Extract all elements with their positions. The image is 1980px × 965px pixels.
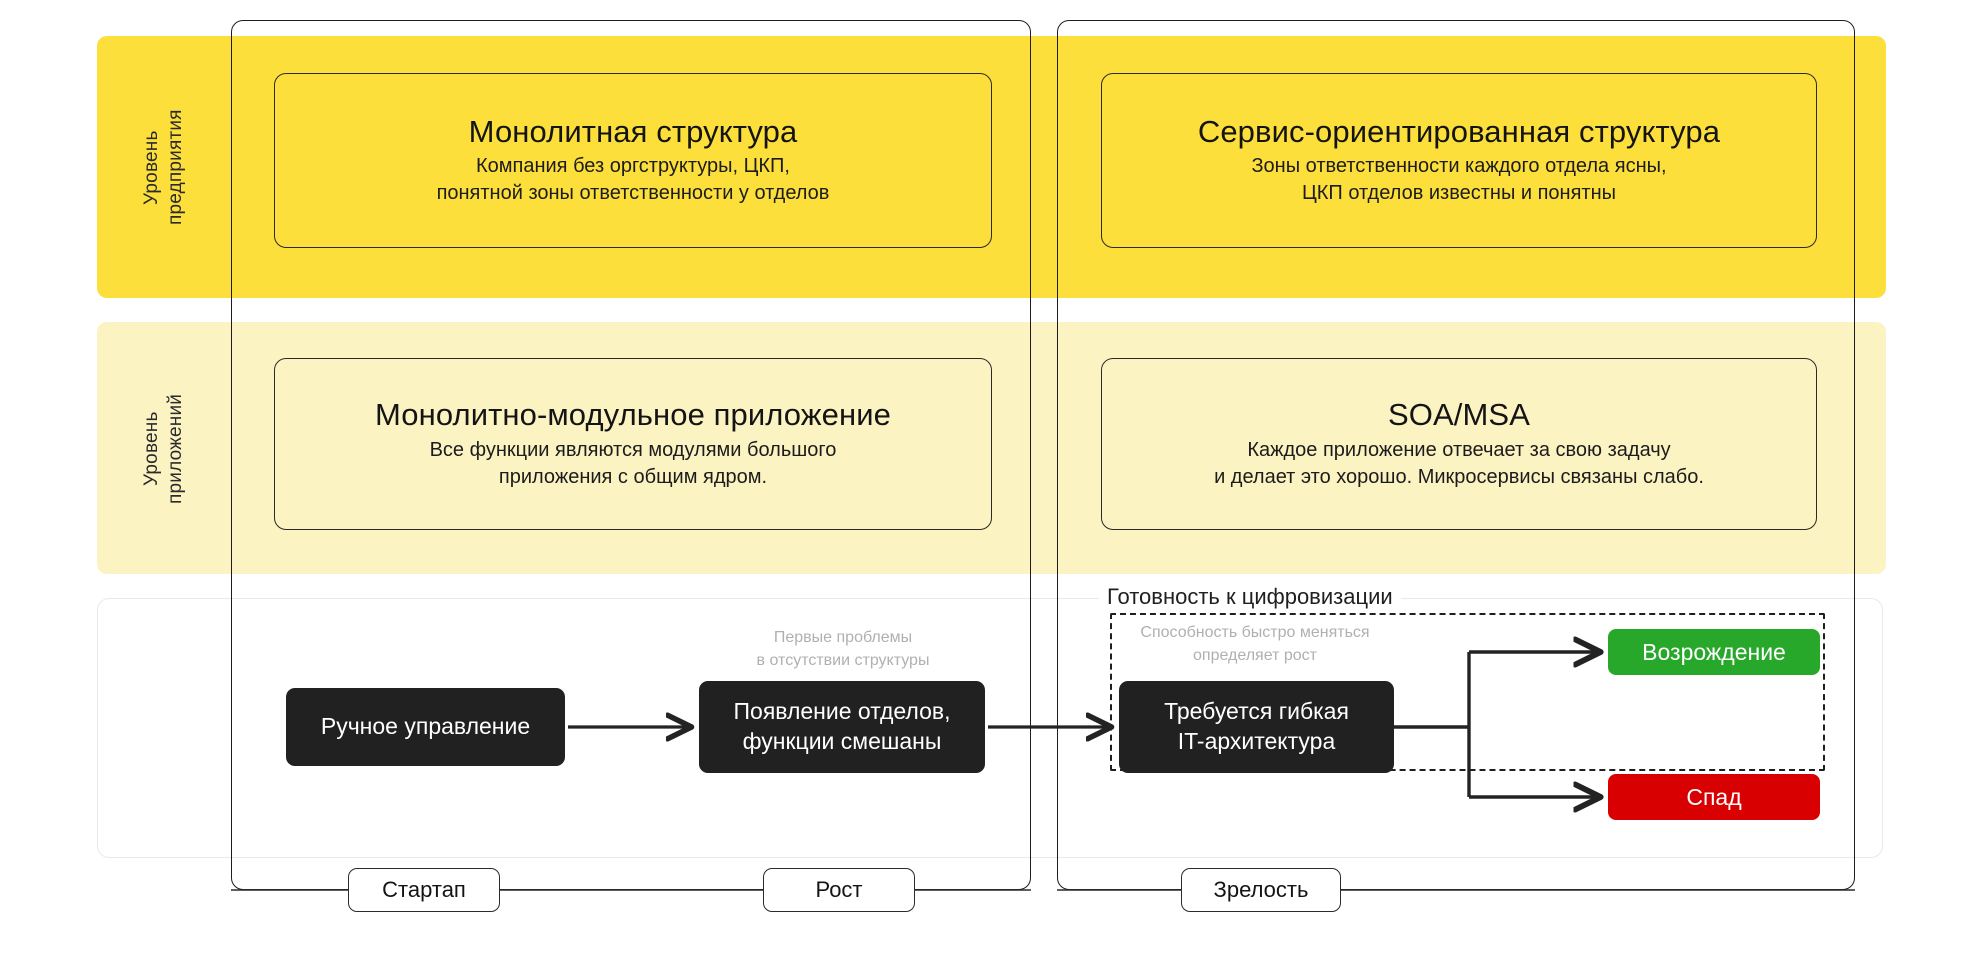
card-title: SOA/MSA [1388, 397, 1530, 433]
card-modular-monolith[interactable]: Монолитно-модульное приложение Все функц… [274, 358, 992, 530]
note-first-problems: Первые проблемы в отсутствии структуры [756, 629, 930, 670]
node-manual-management[interactable]: Ручное управление [286, 688, 565, 766]
card-title: Монолитная структура [468, 113, 798, 149]
card-title: Сервис-ориентированная структура [1197, 113, 1721, 149]
node-departments-appear[interactable]: Появление отделов, функции смешаны [699, 681, 985, 773]
band-label-application: Уровень приложений [141, 393, 186, 505]
card-subtitle: Все функции являются модулями большого п… [429, 438, 837, 488]
card-soa-msa[interactable]: SOA/MSA Каждое приложение отвечает за св… [1101, 358, 1817, 530]
stage-pill-startup[interactable]: Стартап [348, 868, 500, 912]
outcome-revival[interactable]: Возрождение [1608, 629, 1820, 675]
card-subtitle: Компания без оргструктуры, ЦКП, понятной… [436, 155, 830, 205]
card-service-oriented-structure[interactable]: Сервис-ориентированная структура Зоны от… [1101, 73, 1817, 248]
card-subtitle: Каждое приложение отвечает за свою задач… [1214, 438, 1704, 488]
node-flexible-it-architecture[interactable]: Требуется гибкая IT-архитектура [1119, 681, 1394, 773]
card-subtitle: Зоны ответственности каждого отдела ясны… [1251, 155, 1667, 205]
outcome-decline[interactable]: Спад [1608, 774, 1820, 820]
stage-pill-growth[interactable]: Рост [763, 868, 915, 912]
card-monolithic-structure[interactable]: Монолитная структура Компания без оргстр… [274, 73, 992, 248]
note-ability-to-change: Способность быстро меняться определяет р… [1140, 624, 1370, 665]
stage-pill-maturity[interactable]: Зрелость [1181, 868, 1341, 912]
digital-readiness-label: Готовность к цифровизации [1099, 586, 1401, 608]
band-label-enterprise: Уровень предприятия [141, 109, 186, 226]
card-title: Монолитно-модульное приложение [375, 397, 891, 433]
